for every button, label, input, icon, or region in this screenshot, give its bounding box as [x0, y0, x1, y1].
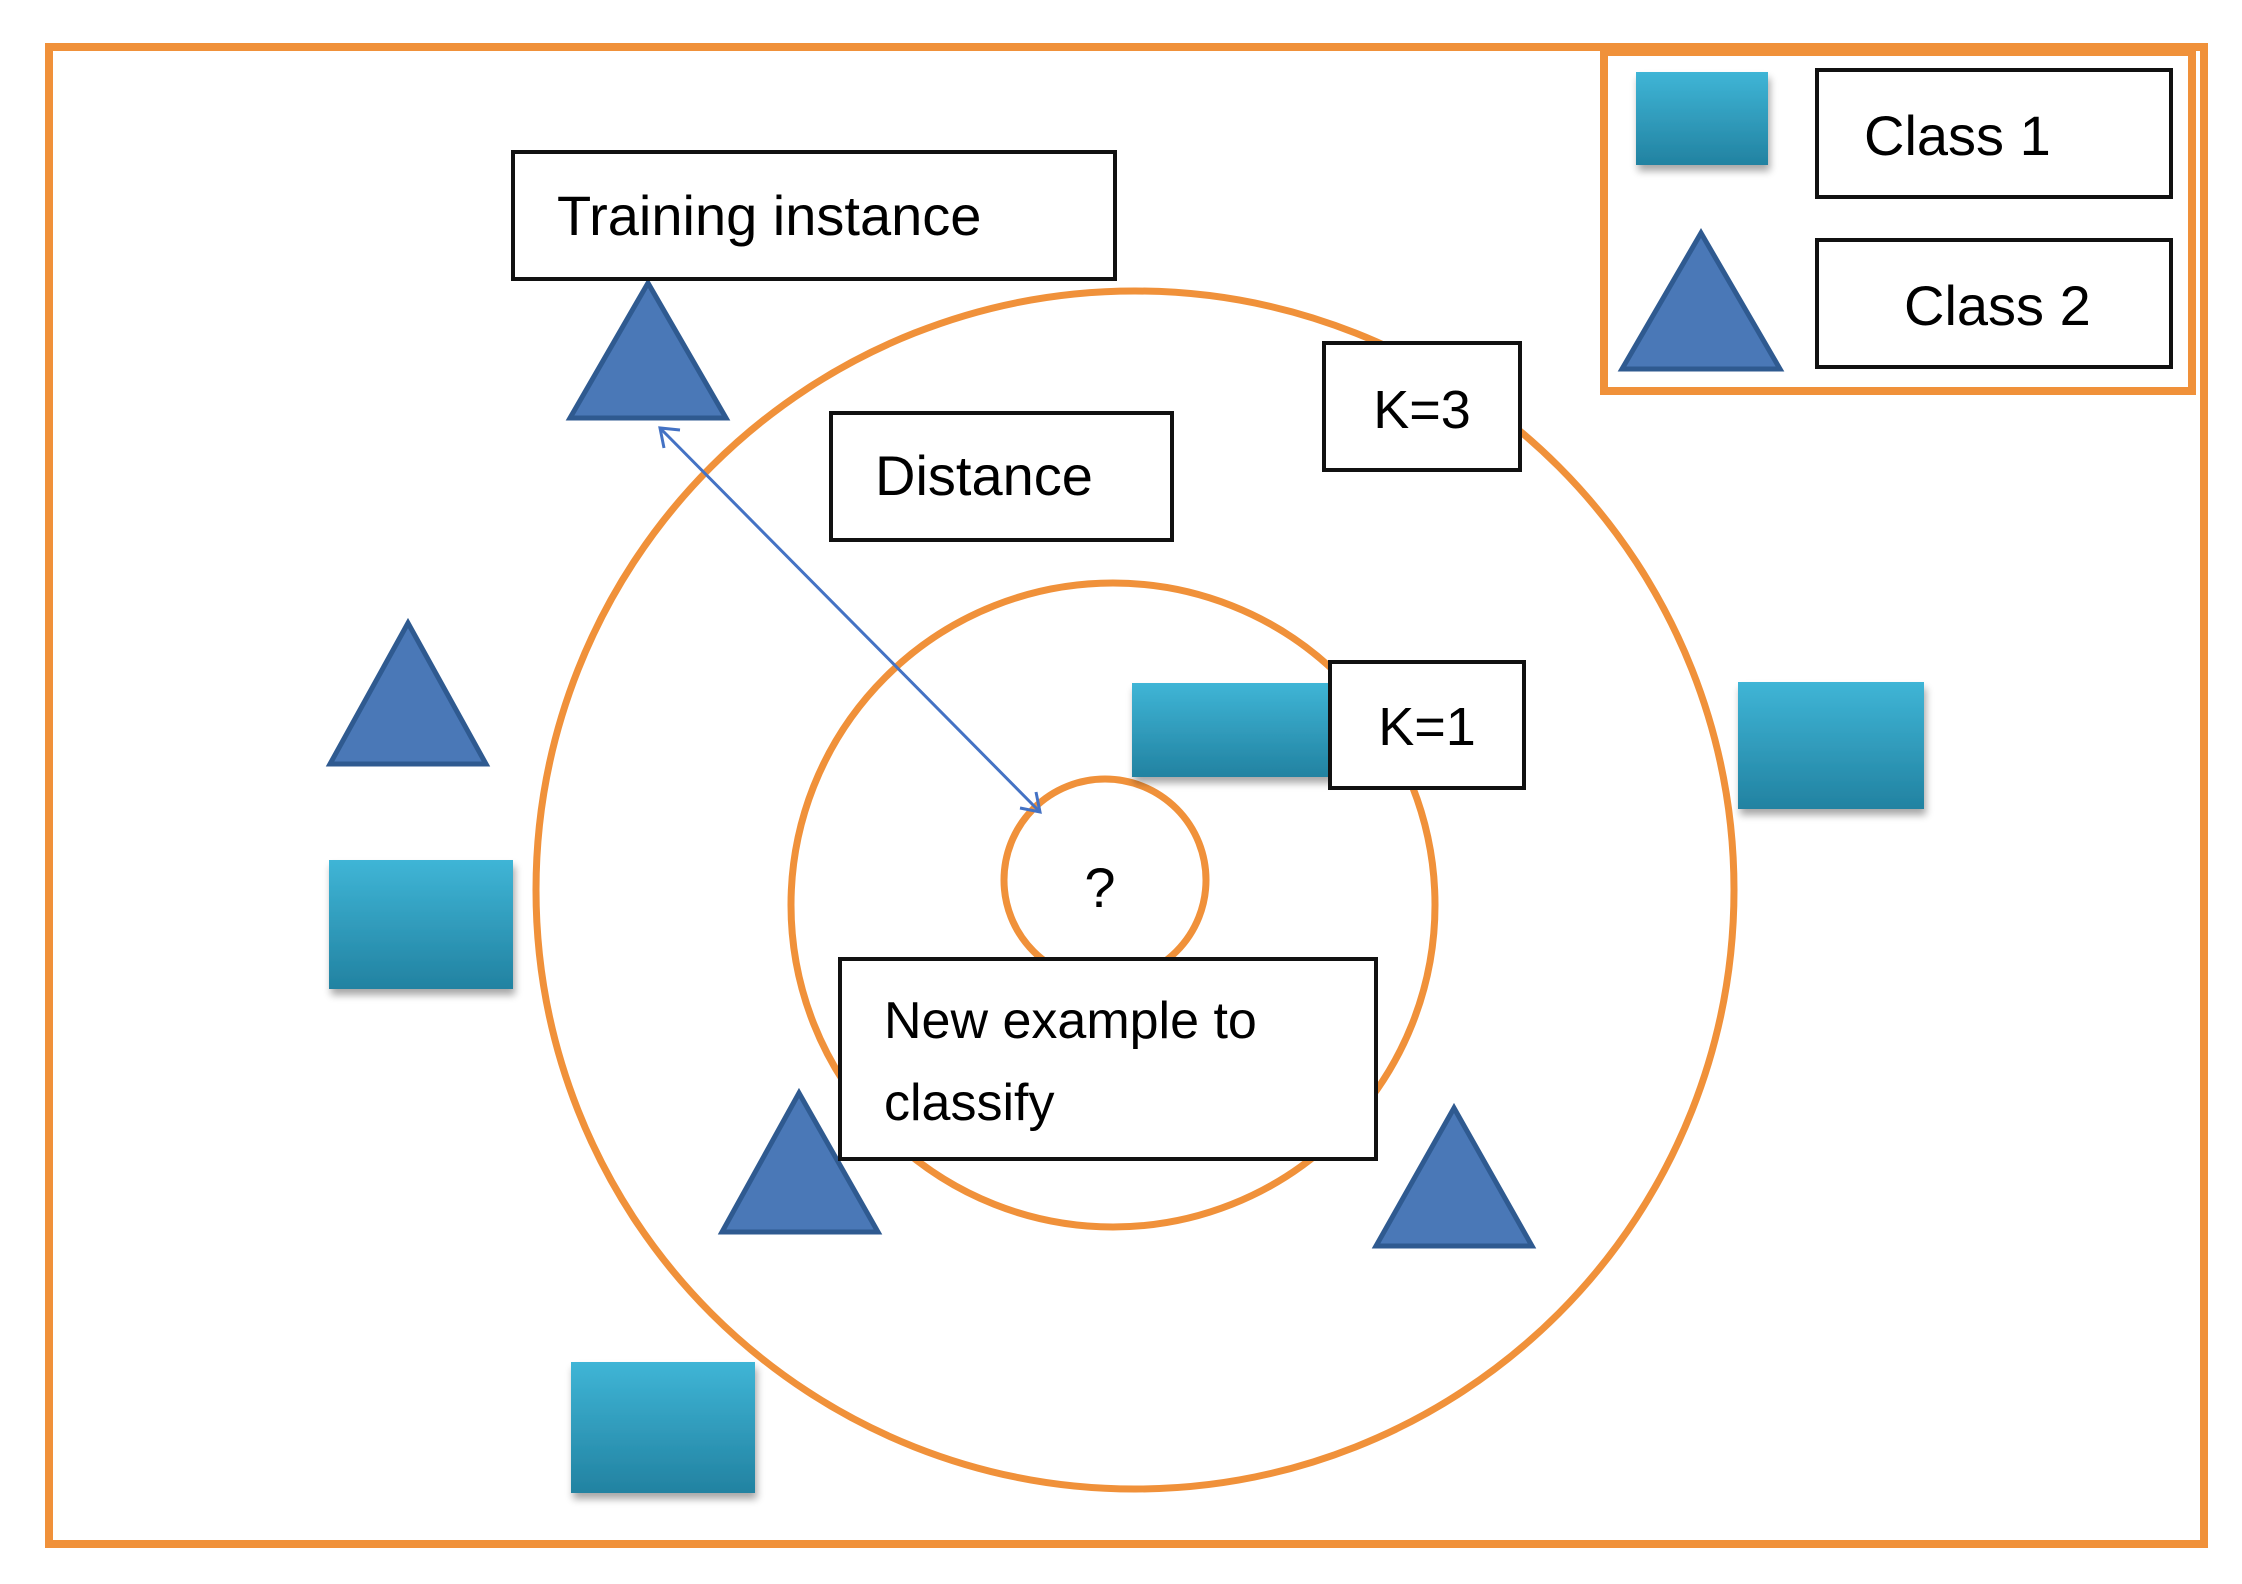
k3-label: K=3 [1373, 380, 1471, 440]
legend-class1-square [1636, 72, 1768, 165]
k3-circle [532, 287, 1738, 1493]
new-example-label-line1: New example to [884, 992, 1257, 1050]
distance-box [829, 411, 1174, 542]
legend-class2-triangle [1617, 228, 1785, 372]
class1-square [1132, 683, 1332, 777]
class2-triangle [325, 617, 491, 767]
legend-class1-label: Class 1 [1864, 104, 2051, 167]
new-example-label-line2: classify [884, 1074, 1054, 1132]
k3-box [1322, 341, 1522, 472]
query-mark: ? [1084, 856, 1115, 919]
legend-class1-box [1815, 68, 2173, 199]
legend-class2-label: Class 2 [1904, 274, 2091, 337]
class2-triangle [717, 1087, 883, 1235]
training-instance-label: Training instance [557, 184, 981, 247]
distance-label: Distance [875, 444, 1093, 507]
legend-frame [1600, 48, 2196, 395]
class1-square [329, 860, 513, 989]
k1-label: K=1 [1378, 697, 1476, 757]
class1-square [1738, 682, 1924, 809]
distance-arrow [658, 426, 1042, 814]
k1-circle [787, 579, 1439, 1231]
class2-triangle [565, 278, 731, 421]
outer-frame [45, 43, 2208, 1548]
new-example-box [838, 957, 1378, 1161]
class1-square [571, 1362, 755, 1493]
training-instance-box [511, 150, 1117, 281]
k1-box [1328, 660, 1526, 790]
class2-triangle [1371, 1102, 1537, 1249]
legend-class2-box [1815, 238, 2173, 369]
